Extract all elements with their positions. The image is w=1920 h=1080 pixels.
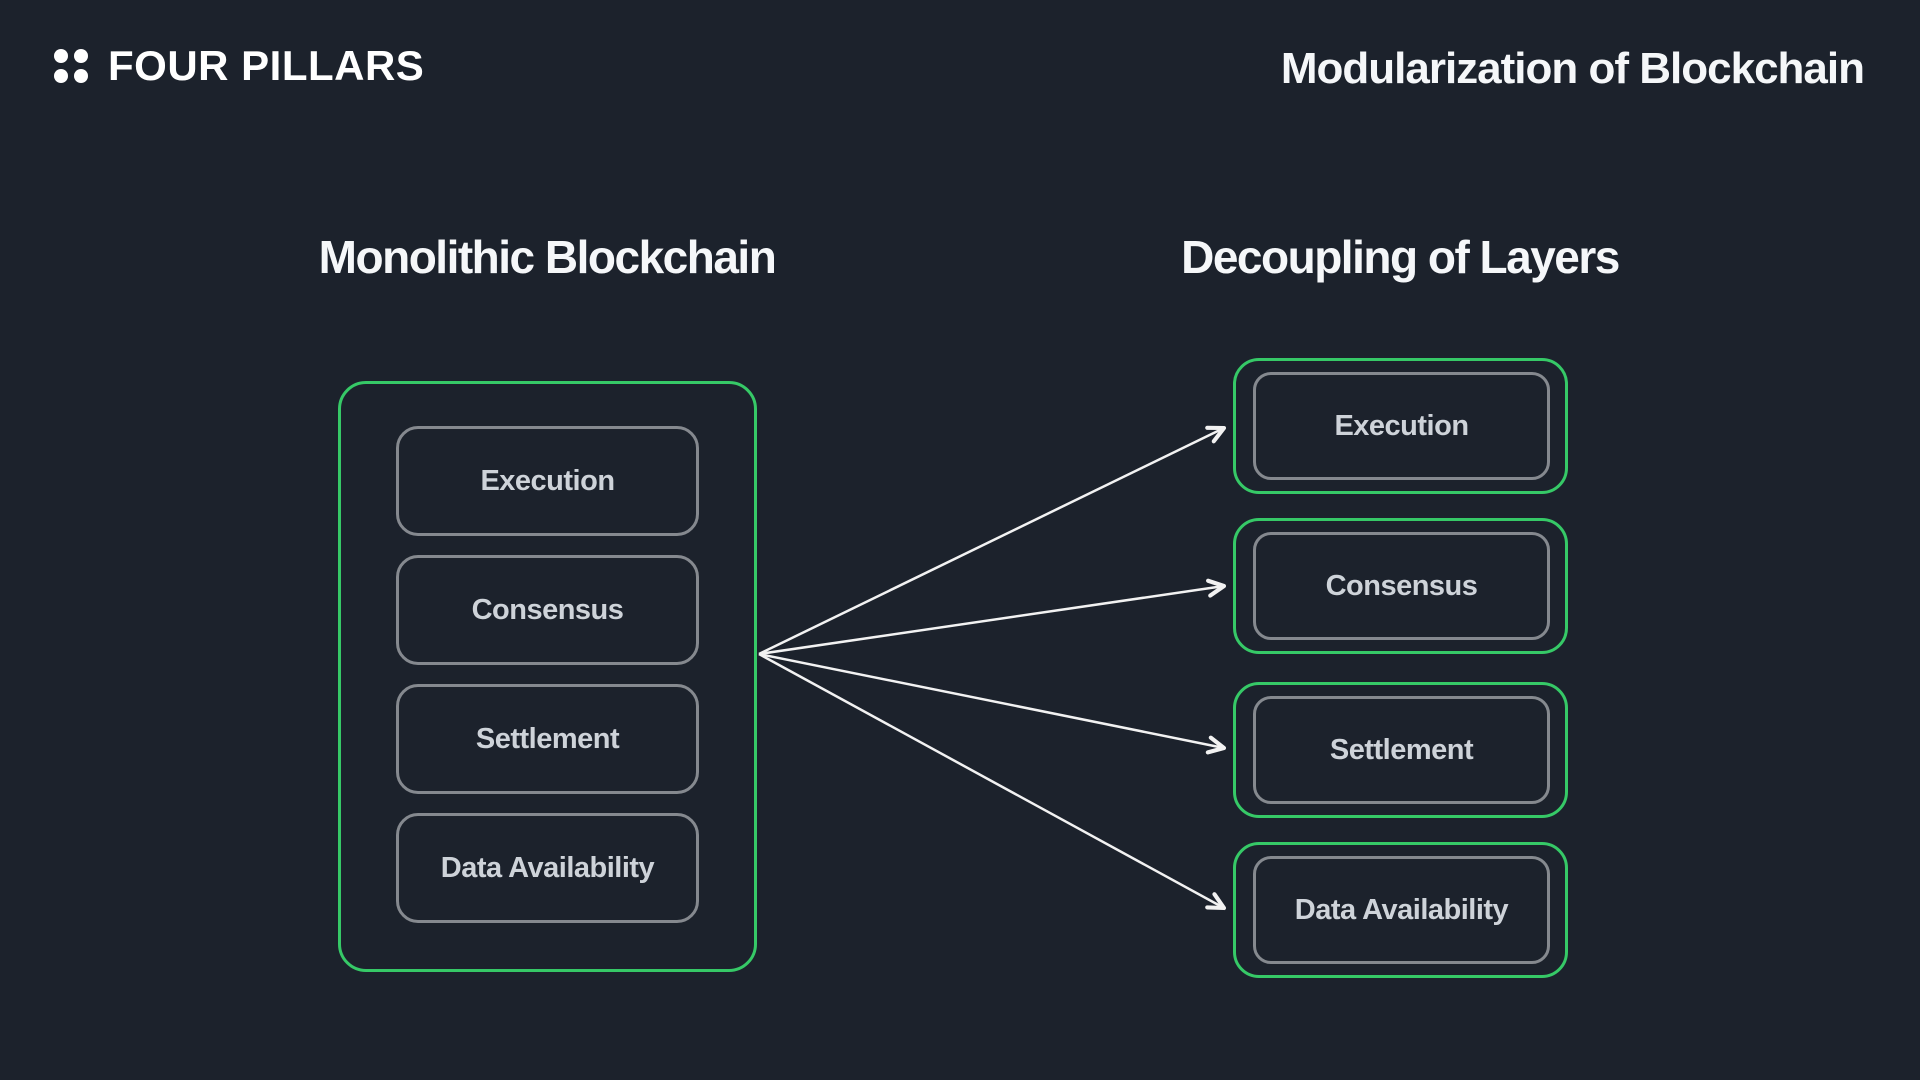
mono-layer-settlement: Settlement	[396, 684, 699, 794]
layer-label: Consensus	[471, 593, 624, 626]
four-pillars-dots-icon	[54, 49, 88, 83]
slide-title: Modularization of Blockchain	[1280, 44, 1865, 93]
decoupled-layer-inner: Execution	[1253, 372, 1550, 480]
decoupled-layer-inner: Data Availability	[1253, 856, 1550, 964]
mono-layer-consensus: Consensus	[396, 555, 699, 665]
layer-label: Data Availability	[440, 851, 655, 884]
decoupled-layer-data-availability: Data Availability	[1233, 842, 1568, 978]
layer-label: Data Availability	[1294, 893, 1509, 926]
monolithic-heading: Monolithic Blockchain	[318, 231, 777, 283]
layer-label: Consensus	[1325, 569, 1478, 602]
decoupled-layer-settlement: Settlement	[1233, 682, 1568, 818]
mono-layer-data-availability: Data Availability	[396, 813, 699, 923]
arrow-to-settlement	[758, 652, 1227, 755]
arrow-to-data-availability	[758, 652, 1227, 911]
layer-label: Execution	[1334, 409, 1469, 442]
decoupled-layer-execution: Execution	[1233, 358, 1568, 494]
logo-dot	[54, 69, 68, 83]
monolithic-blockchain-box: Execution Consensus Settlement Data Avai…	[338, 381, 757, 972]
mono-layer-execution: Execution	[396, 426, 699, 536]
logo-dot	[74, 69, 88, 83]
decoupled-layer-inner: Consensus	[1253, 532, 1550, 640]
brand-name: FOUR PILLARS	[108, 42, 425, 89]
layer-label: Settlement	[475, 722, 620, 755]
arrow-to-consensus	[758, 578, 1227, 656]
arrow-to-execution	[758, 425, 1227, 656]
layer-label: Execution	[480, 464, 615, 497]
layer-label: Settlement	[1329, 733, 1474, 766]
logo-dot	[54, 49, 68, 63]
decoupled-layer-inner: Settlement	[1253, 696, 1550, 804]
decoupled-layer-consensus: Consensus	[1233, 518, 1568, 654]
logo-dot	[74, 49, 88, 63]
brand-logo: FOUR PILLARS	[54, 42, 424, 90]
decoupling-heading: Decoupling of Layers	[1181, 231, 1620, 283]
